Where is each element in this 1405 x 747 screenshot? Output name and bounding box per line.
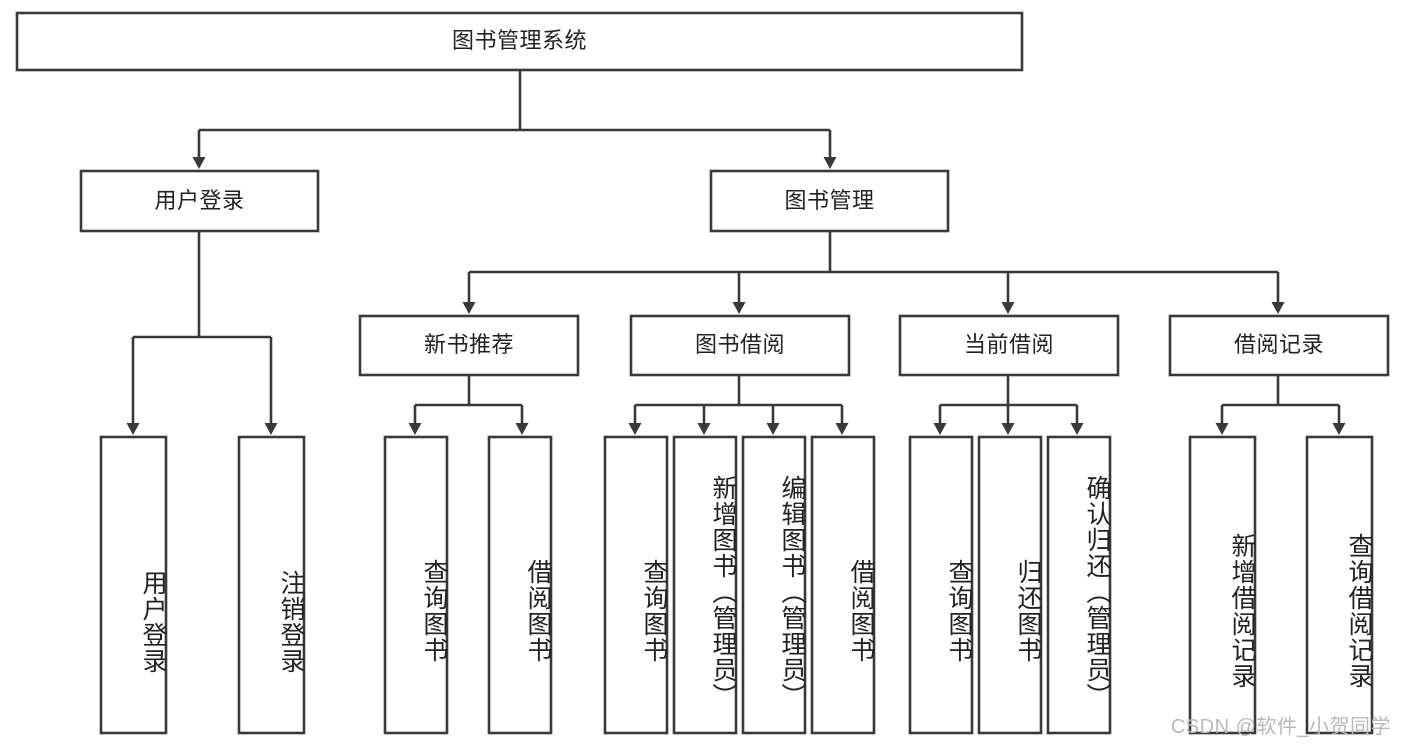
- node-current-borrow-box[interactable]: [898, 314, 1120, 377]
- leaf-box-new-book-2[interactable]: [487, 435, 553, 735]
- node-book-manage-box[interactable]: [709, 169, 950, 233]
- node-borrow-record-box[interactable]: [1168, 314, 1390, 377]
- node-new-book-recommend-box[interactable]: [358, 314, 580, 377]
- leaf-box-book-borrow-2[interactable]: [672, 435, 738, 735]
- leaf-box-current-borrow-1[interactable]: [908, 435, 974, 735]
- node-user-login-box[interactable]: [79, 169, 320, 233]
- leaf-box-borrow-record-2[interactable]: [1305, 435, 1374, 735]
- node-root-box[interactable]: [15, 11, 1024, 72]
- leaf-box-book-borrow-3[interactable]: [741, 435, 807, 735]
- leaf-box-current-borrow-2[interactable]: [977, 435, 1043, 735]
- leaf-box-user-login-2[interactable]: [237, 435, 306, 735]
- leaf-box-book-borrow-4[interactable]: [810, 435, 876, 735]
- leaf-box-new-book-1[interactable]: [383, 435, 449, 735]
- leaf-box-user-login-1[interactable]: [99, 435, 168, 735]
- leaf-box-book-borrow-1[interactable]: [603, 435, 669, 735]
- leaf-box-current-borrow-3[interactable]: [1046, 435, 1112, 735]
- leaf-box-borrow-record-1[interactable]: [1188, 435, 1257, 735]
- node-book-borrow-box[interactable]: [629, 314, 851, 377]
